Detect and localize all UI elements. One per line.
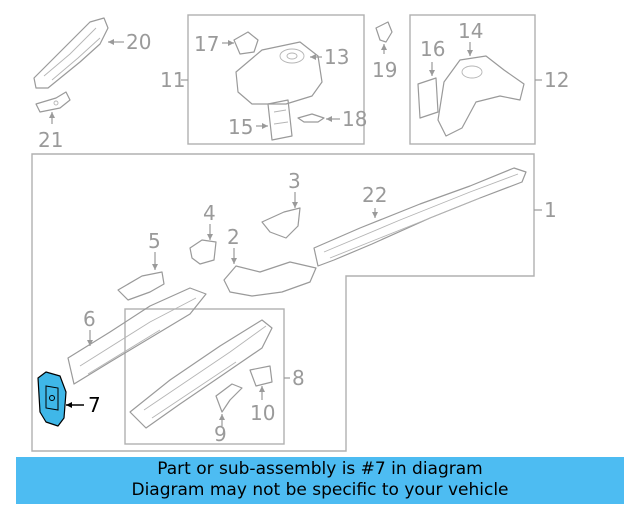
part-18-clip — [297, 113, 325, 123]
callout-5: 5 — [148, 229, 161, 253]
banner-line-1: Part or sub-assembly is #7 in diagram — [157, 459, 483, 479]
callout-6: 6 — [83, 307, 96, 331]
callout-14: 14 — [458, 19, 483, 43]
part-9-bracket — [215, 383, 243, 413]
callout-8: 8 — [292, 366, 305, 390]
callout-1: 1 — [544, 198, 557, 222]
leader-arrows — [49, 39, 473, 420]
callout-16: 16 — [420, 37, 445, 61]
callout-9: 9 — [214, 422, 227, 446]
callout-22: 22 — [362, 183, 387, 207]
callout-18: 18 — [342, 107, 367, 131]
info-banner: Part or sub-assembly is #7 in diagram Di… — [16, 457, 624, 504]
part-10-bracket — [249, 365, 273, 387]
arrow-7 — [66, 402, 72, 408]
part-3-bracket — [261, 207, 301, 239]
callout-4: 4 — [203, 201, 216, 225]
callout-17: 17 — [194, 32, 219, 56]
callout-20: 20 — [126, 30, 151, 54]
part-21-bracket — [35, 91, 71, 113]
part-4-bracket — [189, 239, 217, 265]
callout-7: 7 — [88, 393, 101, 417]
part-7-highlighted-bracket — [37, 371, 67, 427]
banner-line-2: Diagram may not be specific to your vehi… — [131, 480, 509, 500]
callout-12: 12 — [544, 68, 569, 92]
part-20-rail — [33, 17, 109, 89]
callout-15: 15 — [228, 115, 253, 139]
part-14-strut-tower — [437, 55, 525, 137]
part-19-clip — [375, 21, 393, 43]
callout-10: 10 — [250, 401, 275, 425]
callout-13: 13 — [324, 45, 349, 69]
group-box-8 — [124, 308, 285, 445]
callout-3: 3 — [288, 169, 301, 193]
group-box-1 — [31, 153, 535, 452]
part-15-plate — [267, 99, 293, 141]
part-2-rail — [223, 261, 317, 297]
part-6-frame-rail — [67, 287, 207, 385]
part-16-plate — [417, 77, 439, 119]
part-13-strut-tower — [235, 41, 323, 105]
part-8-frame-assembly — [129, 319, 273, 429]
callout-2: 2 — [227, 225, 240, 249]
part-17-bracket — [233, 31, 259, 55]
part-22-side-member — [313, 167, 527, 267]
part-5-bracket — [117, 271, 165, 301]
callout-19: 19 — [372, 58, 397, 82]
callout-21: 21 — [38, 128, 63, 152]
